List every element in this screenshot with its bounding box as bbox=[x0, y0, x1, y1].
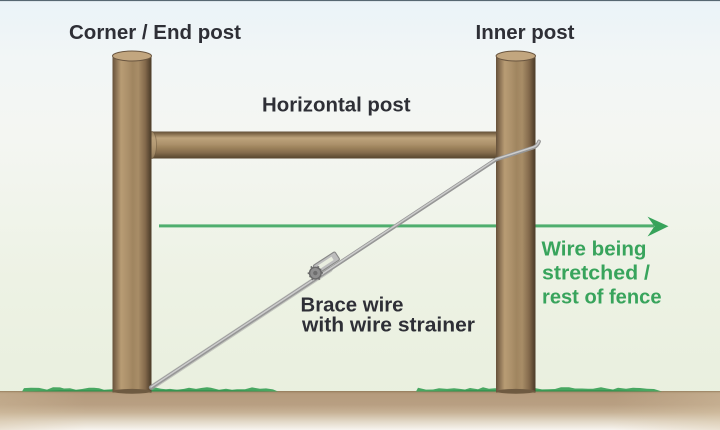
svg-text:with wire strainer: with wire strainer bbox=[301, 314, 475, 336]
svg-text:Corner / End post: Corner / End post bbox=[69, 22, 241, 44]
svg-text:Brace wire: Brace wire bbox=[301, 295, 404, 317]
svg-text:Horizontal post: Horizontal post bbox=[262, 95, 411, 117]
svg-text:rest of fence: rest of fence bbox=[542, 287, 662, 309]
svg-text:stretched /: stretched / bbox=[542, 263, 650, 285]
svg-text:Wire being: Wire being bbox=[542, 239, 647, 261]
svg-text:Inner post: Inner post bbox=[476, 22, 575, 44]
